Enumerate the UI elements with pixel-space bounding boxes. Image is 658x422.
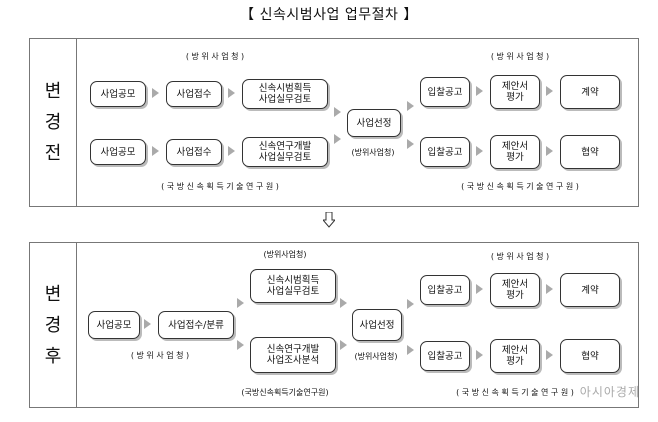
arrow-right-icon	[144, 319, 151, 329]
before-side-label: 변 경 전	[30, 39, 77, 206]
step-box: 사업공모	[90, 139, 146, 165]
agency-label: ( 방 위 사 업 청 )	[490, 252, 550, 261]
arrow-right-icon	[476, 146, 483, 156]
arrow-right-icon	[407, 345, 414, 355]
arrow-right-icon	[546, 146, 553, 156]
step-box: 계약	[560, 75, 620, 109]
step-box: 신속연구개발 사업조사분석	[250, 337, 336, 373]
arrow-right-icon	[340, 298, 347, 308]
agency-label: (방위사업청)	[351, 148, 395, 157]
agency-label: ( 방 위 사 업 청 )	[130, 351, 190, 360]
step-box: 제안서 평가	[490, 135, 540, 169]
agency-label: ( 국 방 신 속 획 득 기 술 연 구 원 )	[461, 182, 579, 191]
agency-label: ( 국 방 신 속 획 득 기 술 연 구 원 )	[161, 182, 279, 191]
select-box: 사업선정	[352, 309, 402, 341]
select-box: 사업선정	[347, 109, 401, 137]
step-box: 제안서 평가	[490, 75, 540, 109]
arrow-right-icon	[407, 299, 414, 309]
arrow-right-icon	[228, 146, 235, 156]
arrow-right-icon	[407, 139, 414, 149]
arrow-right-icon	[476, 86, 483, 96]
arrow-right-icon	[476, 284, 483, 294]
arrow-right-icon	[546, 86, 553, 96]
after-side-label: 변 경 후	[30, 243, 77, 407]
step-box: 협약	[560, 339, 620, 373]
side-char: 후	[44, 345, 62, 367]
before-panel: 변 경 전 ( 방 위 사 업 청 ) ( 방 위 사 업 청 ) 사업공모 사…	[29, 38, 639, 207]
arrow-right-icon	[334, 107, 341, 117]
watermark-logo: 아시아경제	[579, 385, 640, 399]
step-box: 신속연구개발 사업실무검토	[242, 137, 328, 167]
side-char: 경	[44, 314, 62, 336]
arrow-right-icon	[228, 88, 235, 98]
arrow-right-icon	[546, 284, 553, 294]
step-box: 제안서 평가	[490, 273, 540, 307]
arrow-right-icon	[340, 340, 347, 350]
agency-label: ( 국 방 신 속 획 득 기 술 연 구 원 )	[456, 388, 574, 397]
step-box: 입찰공고	[420, 137, 470, 167]
agency-label: ( 방 위 사 업 청 )	[185, 52, 245, 61]
agency-label: (방위사업청)	[354, 352, 398, 361]
arrow-right-icon	[546, 350, 553, 360]
step-box: 사업공모	[88, 311, 140, 339]
step-box: 입찰공고	[420, 275, 470, 305]
page-title: 【 신속시범사업 업무절차 】	[240, 7, 418, 23]
side-char: 전	[44, 143, 62, 164]
after-panel: 변 경 후 (방위사업청) ( 방 위 사 업 청 ) 사업공모 사업접수/분류…	[29, 242, 639, 408]
arrow-right-icon	[334, 134, 341, 144]
agency-label: (방위사업청)	[263, 250, 307, 259]
agency-label: ( 방 위 사 업 청 )	[490, 52, 550, 61]
step-box: 사업접수/분류	[158, 311, 234, 339]
step-box: 계약	[560, 273, 620, 307]
arrow-down-icon	[323, 212, 335, 228]
side-char: 변	[44, 283, 62, 305]
step-box: 협약	[560, 135, 620, 169]
step-box: 사업접수	[166, 81, 222, 107]
arrow-right-icon	[476, 350, 483, 360]
step-box: 입찰공고	[420, 77, 470, 107]
agency-label: (국방신속획득기술연구원)	[241, 388, 329, 397]
arrow-right-icon	[152, 88, 159, 98]
step-box: 사업접수	[166, 139, 222, 165]
step-box: 입찰공고	[420, 341, 470, 371]
step-box: 사업공모	[90, 81, 146, 107]
arrow-right-icon	[407, 101, 414, 111]
step-box: 신속시범획득 사업실무검토	[250, 269, 336, 303]
step-box: 제안서 평가	[490, 339, 540, 373]
arrow-right-icon	[237, 340, 244, 350]
arrow-right-icon	[152, 146, 159, 156]
step-box: 신속시범획득 사업실무검토	[242, 79, 328, 109]
side-char: 변	[44, 81, 62, 102]
arrow-right-icon	[237, 298, 244, 308]
side-char: 경	[44, 112, 62, 133]
